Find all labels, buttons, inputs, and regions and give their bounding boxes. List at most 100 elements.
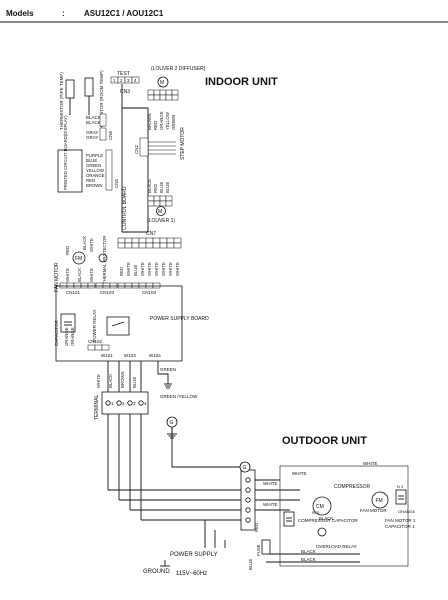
ground-terminal-outdoor: [239, 461, 251, 473]
test-label: TEST: [117, 71, 130, 77]
fan-motor-1: [371, 491, 389, 509]
louver1-label: (LOUVER 1): [147, 218, 175, 224]
louver2-label: (LOUVER 2 DIFFUSER): [151, 66, 206, 72]
svg-text:WHITE: WHITE: [89, 238, 94, 252]
svg-text:BROWN: BROWN: [120, 372, 125, 388]
orange-outdoor-label: ORANGE: [398, 509, 416, 514]
fuse: [261, 539, 271, 555]
step-motor-label: STEP MOTOR: [180, 127, 186, 160]
svg-text:GREEN: GREEN: [86, 163, 101, 168]
svg-text:4: 4: [144, 401, 147, 406]
terminal-label: TERMINAL: [94, 395, 100, 421]
svg-text:WHITE: WHITE: [65, 268, 70, 282]
pcb-wires: PURPLE BLUE GREEN YELLOW ORANGE RED BROW…: [86, 153, 105, 188]
compressor-label: COMPRESSOR: [334, 484, 371, 490]
thermistor-room-label: THERMISTOR (ROOM TEMP): [99, 70, 104, 132]
svg-text:GREEN: GREEN: [171, 115, 176, 130]
white-label-1: WHITE: [292, 471, 307, 476]
cn2-connector: [139, 137, 149, 157]
svg-text:ORANGE: ORANGE: [86, 173, 105, 178]
white-label-3: WHITE: [263, 502, 278, 507]
svg-text:ORANGE: ORANGE: [159, 111, 164, 130]
black-label-2: BLACK: [86, 120, 101, 125]
gray-label-2: GRAY: [86, 135, 98, 140]
svg-text:2: 2: [120, 78, 123, 83]
cn7-wires: RED WHITE BLUE WHITE WHITE WHITE WHITE W…: [119, 262, 180, 276]
svg-text:RED: RED: [312, 511, 320, 515]
black-label-bottom-1: BLACK: [301, 549, 316, 554]
svg-text:3: 3: [133, 401, 136, 406]
louver1-motor: [156, 206, 166, 216]
svg-text:YELLOW: YELLOW: [86, 168, 105, 173]
thermistor-pipe: [65, 79, 75, 99]
models-label: Models: [6, 9, 34, 18]
svg-text:G: G: [243, 465, 247, 471]
svg-text:CM: CM: [316, 504, 324, 510]
cn5-connector: [105, 149, 113, 191]
on3-label: N 3: [397, 484, 404, 489]
cn103-connector: [95, 282, 118, 289]
thermistor-pipe-label: THERMISTOR (PIPE TEMP): [59, 72, 64, 130]
svg-text:FM: FM: [376, 498, 383, 504]
svg-text:BLACK: BLACK: [82, 236, 87, 250]
outdoor-unit-title: OUTDOOR UNIT: [282, 435, 367, 447]
w101-label: W101: [101, 353, 113, 358]
power-supply-label: POWER SUPPLY: [170, 552, 218, 558]
w104-label: W104: [149, 353, 161, 358]
svg-text:WHITE: WHITE: [161, 262, 166, 276]
cn7-label: CN7: [146, 231, 156, 237]
cn2-label: CN2: [134, 145, 139, 154]
fan-motor-fm: [72, 251, 86, 265]
svg-text:BLACK: BLACK: [147, 179, 152, 193]
louver2-connector: [147, 89, 179, 101]
svg-text:RED: RED: [119, 267, 124, 276]
black-label-bottom-2: BLACK: [301, 557, 316, 562]
gray-label-1: GRAY: [86, 130, 98, 135]
indoor-unit: TEST 1 2 3 4 CN3 THERMISTOR (PIPE TEMP) …: [54, 66, 209, 439]
cn104-label: CN104: [142, 290, 157, 295]
terminal-pins: 1 2 3 4: [105, 400, 147, 406]
green-label: GREEN: [160, 367, 176, 372]
svg-text:BROWN: BROWN: [86, 183, 102, 188]
thermistor-room: [84, 77, 94, 97]
fan-motor-1-label: FAN MOTOR 1: [385, 518, 416, 523]
svg-text:1: 1: [111, 401, 114, 406]
louver2-wires: BROWN RED ORANGE YELLOW GREEN: [147, 111, 176, 130]
control-board-label: CONTROL BOARD: [122, 186, 128, 230]
svg-text:M: M: [158, 209, 162, 215]
svg-text:2: 2: [122, 401, 125, 406]
svg-text:G: G: [170, 420, 174, 426]
cn6-connector: CN6: [99, 113, 113, 141]
overload-relay-label: OVERLOAD RELAY: [316, 544, 357, 549]
svg-text:WHITE: WHITE: [140, 262, 145, 276]
svg-text:BLACK: BLACK: [77, 268, 82, 282]
svg-text:PURPLE: PURPLE: [86, 153, 103, 158]
svg-text:RED: RED: [86, 178, 95, 183]
thermal-protector: [98, 253, 108, 263]
green-yellow-label: GREEN /YELLOW: [160, 394, 198, 399]
svg-text:1: 1: [113, 78, 116, 83]
svg-text:BROWN: BROWN: [147, 114, 152, 130]
fan-motor-label: FAN MOTOR: [54, 262, 60, 292]
indoor-unit-title: INDOOR UNIT: [205, 76, 278, 88]
compressor-capacitor: [283, 511, 295, 527]
models-colon: :: [62, 9, 65, 18]
svg-text:BLUE: BLUE: [132, 377, 137, 388]
svg-text:BLUE: BLUE: [159, 182, 164, 193]
outdoor-unit: G WHITE WHITE WHITE WHITE COMPRESSOR CM …: [107, 414, 416, 577]
overload-relay: [317, 527, 327, 537]
models-value: ASU12C1 / AOU12C1: [84, 9, 164, 18]
power-relay-label: POWER RELAY: [92, 309, 97, 342]
svg-text:WHITE: WHITE: [154, 262, 159, 276]
svg-text:CN6: CN6: [108, 131, 113, 140]
outdoor-frame: [279, 465, 409, 567]
blue-label: BLUE: [248, 559, 253, 570]
fuse-label: FUSE: [256, 544, 261, 556]
cn101-label: CN101: [66, 290, 81, 295]
white-top-label: WHITE: [363, 461, 378, 466]
ground-label: GROUND: [143, 569, 170, 575]
black-label-outdoor: BLACK: [319, 516, 333, 521]
svg-text:BLUE: BLUE: [165, 182, 170, 193]
louver1-connector: [147, 195, 173, 207]
